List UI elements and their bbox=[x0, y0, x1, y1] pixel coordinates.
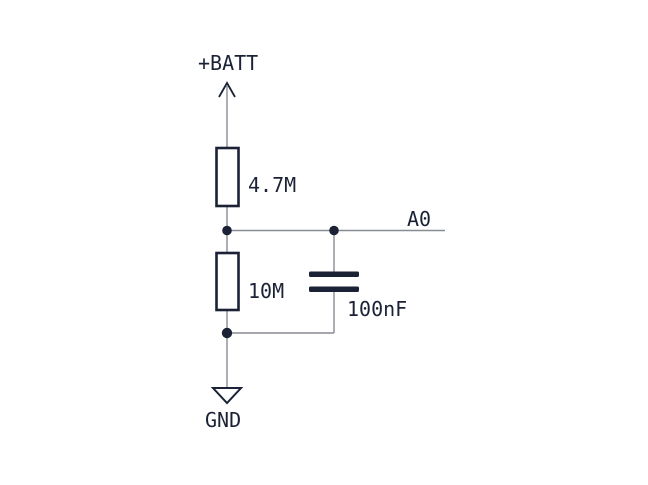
junction-dot bbox=[222, 225, 232, 236]
resistor-r2-symbol bbox=[215, 251, 240, 312]
resistor-r1-symbol bbox=[215, 146, 240, 208]
resistor-r1-value: 4.7M bbox=[248, 173, 296, 197]
junction-dot bbox=[329, 225, 339, 236]
capacitor-plate-bottom bbox=[309, 286, 359, 292]
resistor-r2-value: 10M bbox=[248, 279, 284, 303]
junction-dot bbox=[221, 327, 233, 339]
power-net-label: +BATT bbox=[198, 51, 258, 75]
power-flag-arrow-icon bbox=[218, 81, 236, 98]
output-net-label: A0 bbox=[407, 207, 431, 231]
capacitor-plate-top bbox=[309, 271, 359, 277]
gnd-symbol-icon bbox=[210, 387, 244, 405]
capacitor-c1-value: 100nF bbox=[347, 297, 407, 321]
capacitor-c1-symbol bbox=[309, 271, 359, 292]
ground-net-label: GND bbox=[205, 408, 241, 432]
